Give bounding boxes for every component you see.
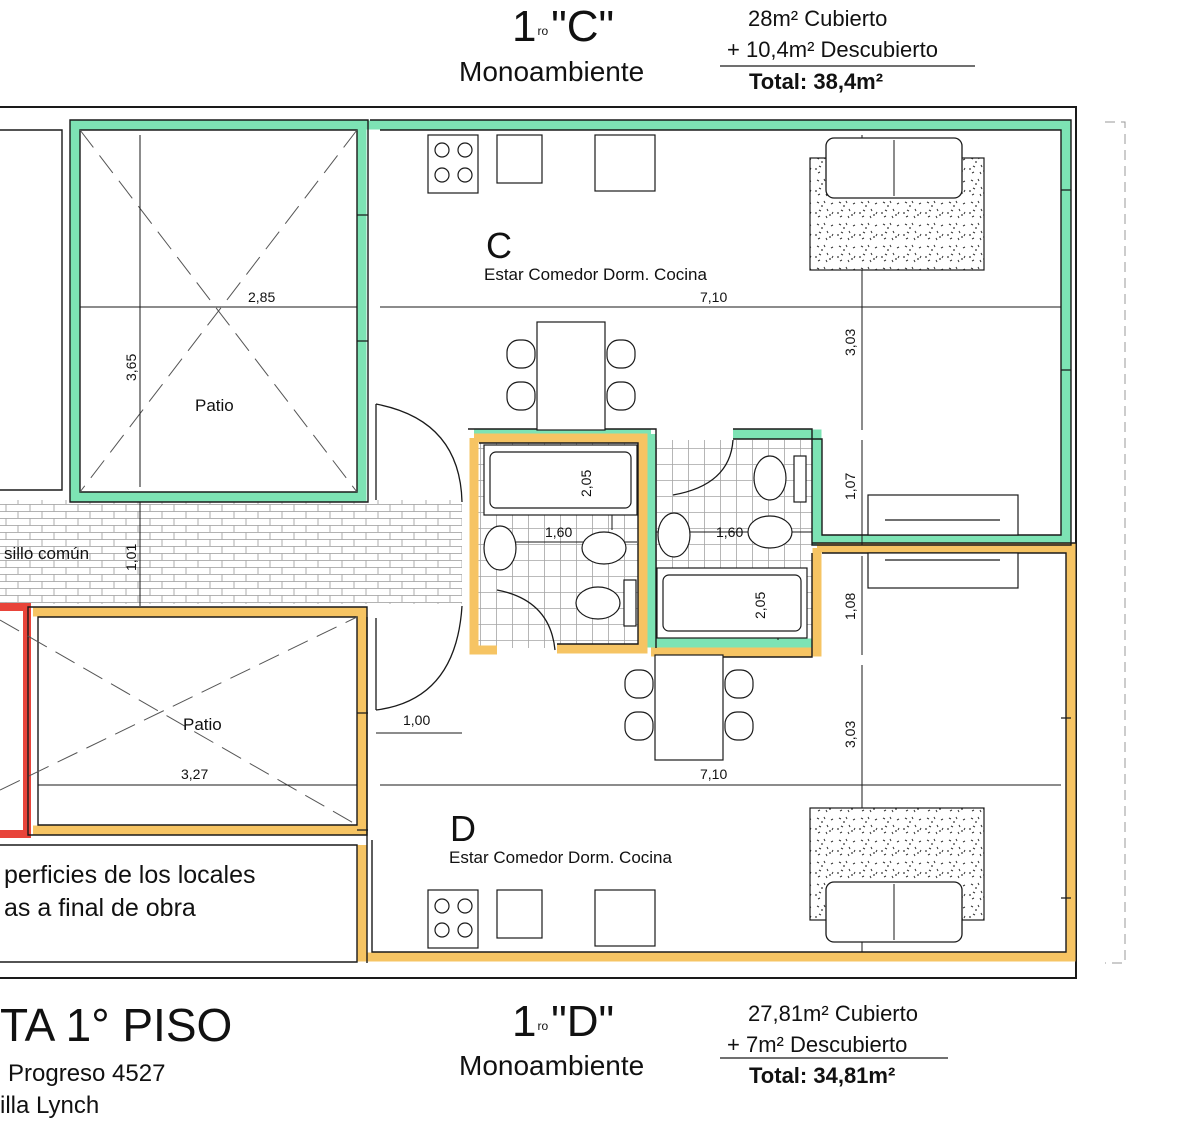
dim-hall-c-depth: 1,07 (842, 472, 858, 500)
dim-patio-c-width: 2,85 (248, 289, 276, 305)
dim-patio-c-depth: 3,65 (123, 353, 139, 381)
dim-unit-c-depth: 3,03 (842, 328, 858, 356)
unit-d-covered: 27,81m² Cubierto (748, 1001, 918, 1026)
dining-c (506, 321, 636, 431)
unit-d-type: Monoambiente (459, 1050, 645, 1081)
address-line-1: Progreso 4527 (8, 1060, 166, 1087)
dim-unit-d-depth: 3,03 (842, 720, 858, 748)
unit-d-walls (33, 433, 1076, 962)
dim-hall-d-depth: 1,08 (842, 592, 858, 620)
unit-d-floor-sup: ro (537, 1019, 549, 1033)
kitchen-d (427, 889, 656, 949)
unit-c-uncovered: + 10,4m² Descubierto (727, 37, 938, 62)
unit-c-floor: 1 (512, 2, 537, 51)
plan-title: TA 1° PISO (0, 999, 233, 1051)
dim-bath-d-depth: 2,05 (752, 591, 768, 619)
corridor-label: sillo común (4, 544, 90, 563)
dim-door-width: 1,00 (403, 712, 431, 728)
dim-patio-d-width: 3,27 (181, 766, 209, 782)
bed-d (809, 807, 985, 943)
dim-bath-c-width: 1,60 (545, 524, 573, 540)
doors (375, 403, 734, 711)
unit-c-floor-sup: ro (537, 24, 549, 38)
dim-unit-c-width: 7,10 (700, 289, 728, 305)
dim-unit-d-width: 7,10 (700, 766, 728, 782)
neighbor-wall (0, 603, 31, 838)
unit-c-type: Monoambiente (459, 56, 645, 87)
patio-d-label: Patio (183, 715, 222, 734)
dining-d (624, 654, 754, 761)
unit-c-total: Total: 38,4m² (749, 69, 884, 94)
unit-d-uncovered: + 7m² Descubierto (727, 1032, 908, 1057)
unit-d-letter: "D" (551, 997, 615, 1046)
tv-units (867, 494, 1019, 589)
unit-d-total: Total: 34,81m² (749, 1063, 896, 1088)
note-line-1: perficies de los locales (4, 861, 256, 889)
address-line-2: illa Lynch (0, 1092, 100, 1119)
note-line-2: as a final de obra (4, 894, 196, 922)
kitchen-c (427, 134, 656, 194)
unit-d-title: 1ro"D" (512, 1000, 614, 1044)
patio-diagonals (0, 129, 358, 826)
unit-d-floor: 1 (512, 997, 537, 1046)
unit-c-title: 1ro"C" (512, 5, 614, 49)
room-d-letter: D (450, 808, 476, 849)
room-d-desc: Estar Comedor Dorm. Cocina (449, 848, 672, 867)
patio-c-label: Patio (195, 396, 234, 415)
unit-c-letter: "C" (551, 2, 615, 51)
room-c-desc: Estar Comedor Dorm. Cocina (484, 265, 707, 284)
room-c-letter: C (486, 225, 512, 266)
bed-c (809, 137, 985, 271)
dim-corridor-width: 1,01 (123, 543, 139, 571)
bath-c-fixtures (483, 444, 638, 627)
unit-c-covered: 28m² Cubierto (748, 6, 888, 31)
bath-d-fixtures (656, 455, 808, 639)
dim-bath-d-width: 1,60 (716, 524, 744, 540)
corridor-floor (0, 500, 462, 604)
dim-bath-c-depth: 2,05 (578, 469, 594, 497)
